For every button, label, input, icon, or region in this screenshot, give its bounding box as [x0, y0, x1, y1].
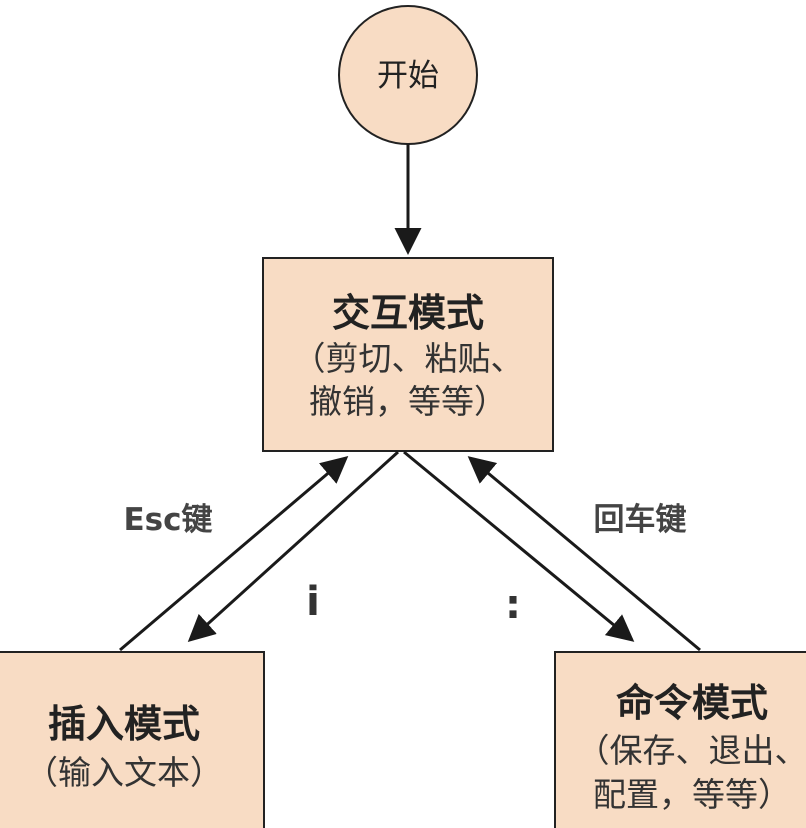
insert-mode-node: 插入模式 （输入文本）	[0, 651, 265, 828]
command-mode-line2: 配置，等等）	[593, 775, 791, 814]
command-mode-line1: （保存、退出、	[577, 731, 806, 770]
command-mode-node: 命令模式 （保存、退出、 配置，等等）	[554, 651, 806, 828]
esc-key-label: Esc键	[123, 502, 212, 538]
insert-mode-line1: （输入文本）	[25, 753, 223, 792]
start-label: 开始	[377, 58, 439, 94]
edge-interactive-to-insert	[187, 450, 400, 643]
command-mode-title: 命令模式	[616, 681, 768, 725]
insert-mode-title: 插入模式	[48, 702, 200, 746]
command-key-label: :	[505, 582, 521, 628]
edge-insert-to-interactive	[119, 456, 349, 652]
edge-command-to-interactive	[467, 456, 701, 652]
interactive-mode-line2: 撤销，等等）	[309, 382, 507, 421]
interactive-mode-node: 交互模式 （剪切、粘贴、 撤销，等等）	[262, 257, 554, 452]
interactive-mode-line1: （剪切、粘贴、	[293, 339, 524, 378]
enter-key-label: 回车键	[594, 502, 687, 538]
insert-key-label: i	[306, 579, 320, 625]
edge-interactive-to-command	[403, 450, 635, 642]
start-node: 开始	[338, 5, 478, 145]
interactive-mode-title: 交互模式	[332, 291, 484, 335]
